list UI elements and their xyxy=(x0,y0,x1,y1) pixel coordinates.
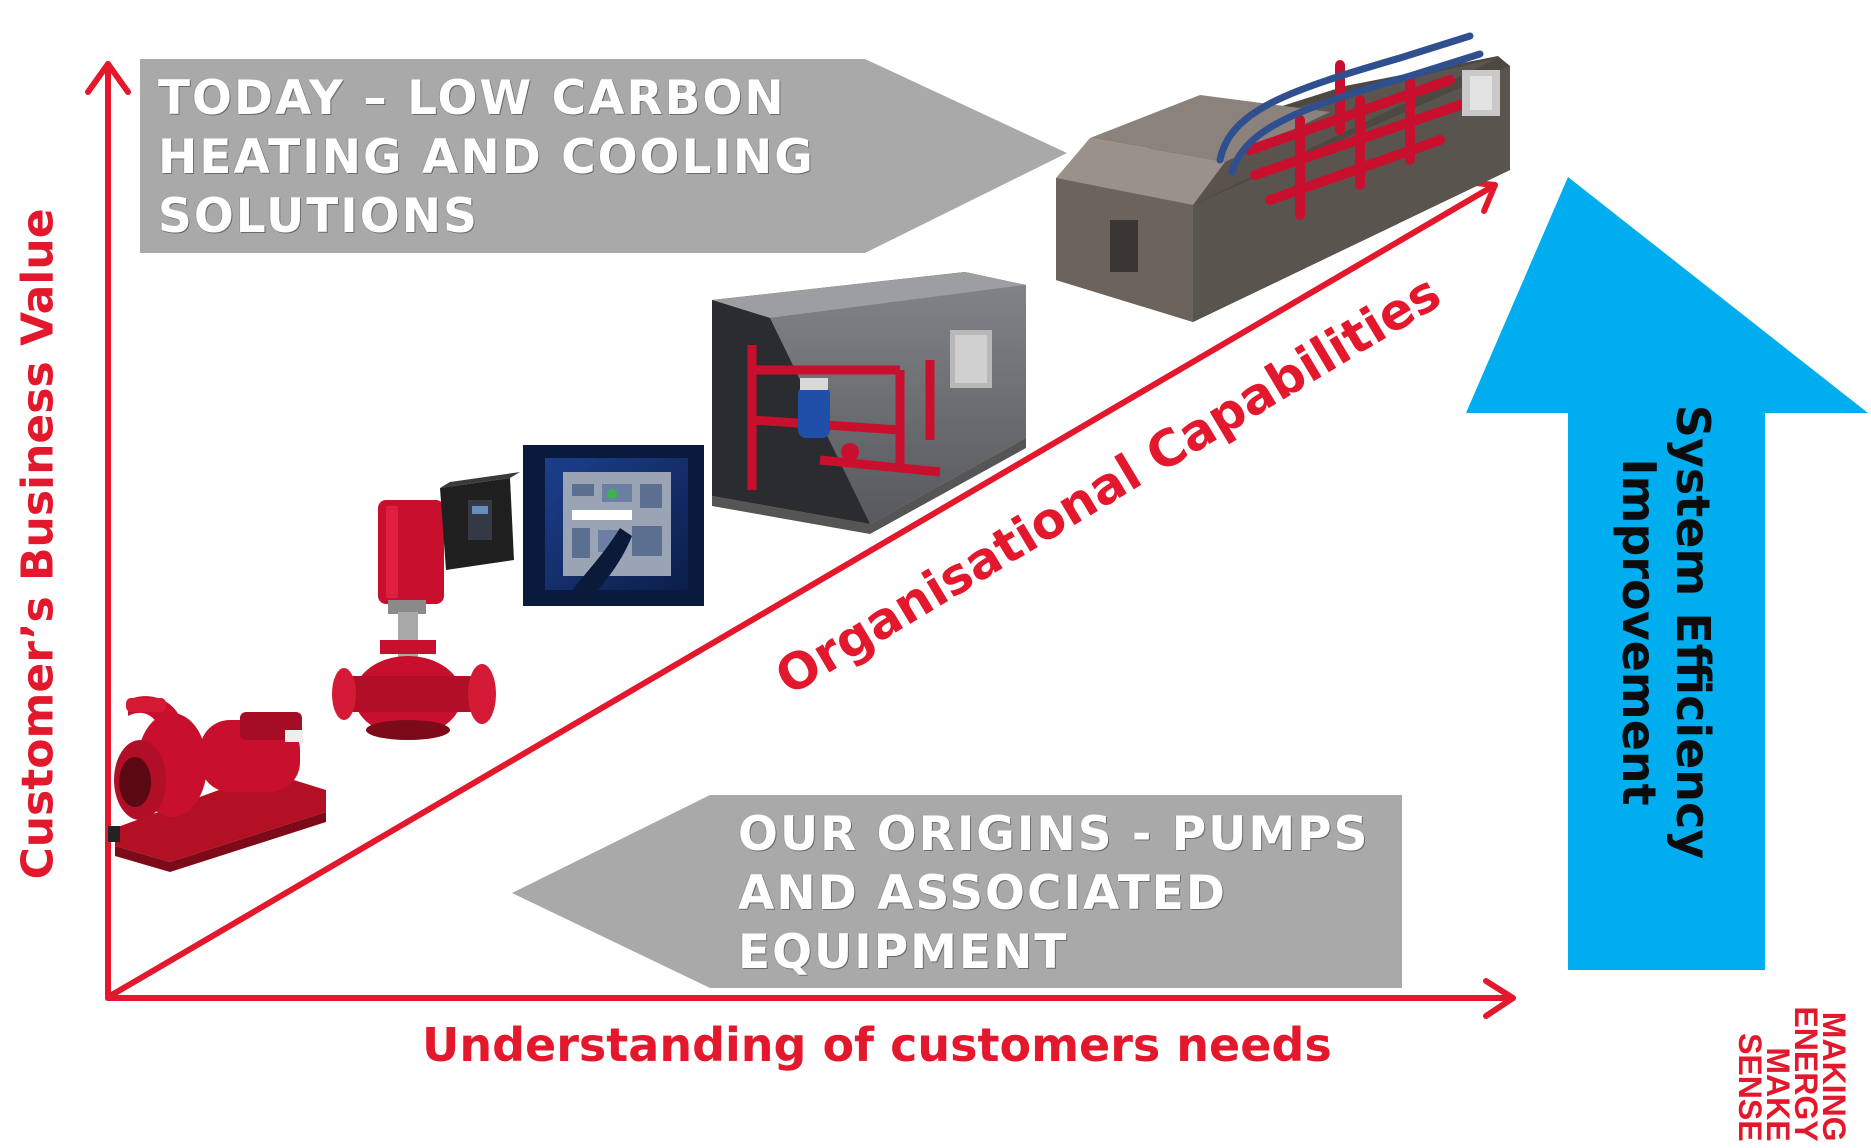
bottom-callout-line-2: AND ASSOCIATED xyxy=(738,866,1227,921)
packaged-plant-room-icon xyxy=(712,272,1026,534)
efficiency-line-1: System Efficiency xyxy=(1666,404,1720,860)
bottom-callout-line-3: EQUIPMENT xyxy=(738,925,1069,980)
efficiency-line-2: Improvement xyxy=(1612,458,1666,806)
top-callout-text: TODAY – LOW CARBON HEATING AND COOLING S… xyxy=(158,69,815,246)
bottom-callout-shape xyxy=(512,795,1402,988)
top-callout-line-2: HEATING AND COOLING xyxy=(158,130,815,185)
touchscreen-control-icon xyxy=(523,445,704,606)
efficiency-arrow-shape xyxy=(1466,177,1868,970)
brand-line-2: ENERGY xyxy=(1788,1006,1824,1142)
bottom-callout-line-1: OUR ORIGINS - PUMPS xyxy=(738,807,1370,862)
brand-line-1: MAKING xyxy=(1816,1011,1852,1142)
top-callout-shape xyxy=(140,59,1067,253)
y-axis-label: Customer’s Business Value xyxy=(12,208,64,880)
end-suction-pump-icon xyxy=(108,696,326,872)
top-callout-line-3: SOLUTIONS xyxy=(158,189,479,244)
brand-line-4: SENSE xyxy=(1732,1033,1768,1142)
brand-tagline: MAKING ENERGY MAKE SENSE xyxy=(1732,1006,1852,1142)
y-axis-arrow xyxy=(85,61,131,1001)
bottom-callout-text: OUR ORIGINS - PUMPS AND ASSOCIATED EQUIP… xyxy=(738,805,1369,982)
efficiency-arrow-label: System Efficiency Improvement xyxy=(1612,405,1720,860)
x-axis-arrow xyxy=(105,978,1516,1019)
energy-centre-building-icon xyxy=(1056,32,1510,322)
x-axis-label: Understanding of customers needs xyxy=(422,1018,1332,1072)
top-callout-line-1: TODAY – LOW CARBON xyxy=(158,71,786,126)
vertical-inline-pump-icon xyxy=(332,472,520,740)
